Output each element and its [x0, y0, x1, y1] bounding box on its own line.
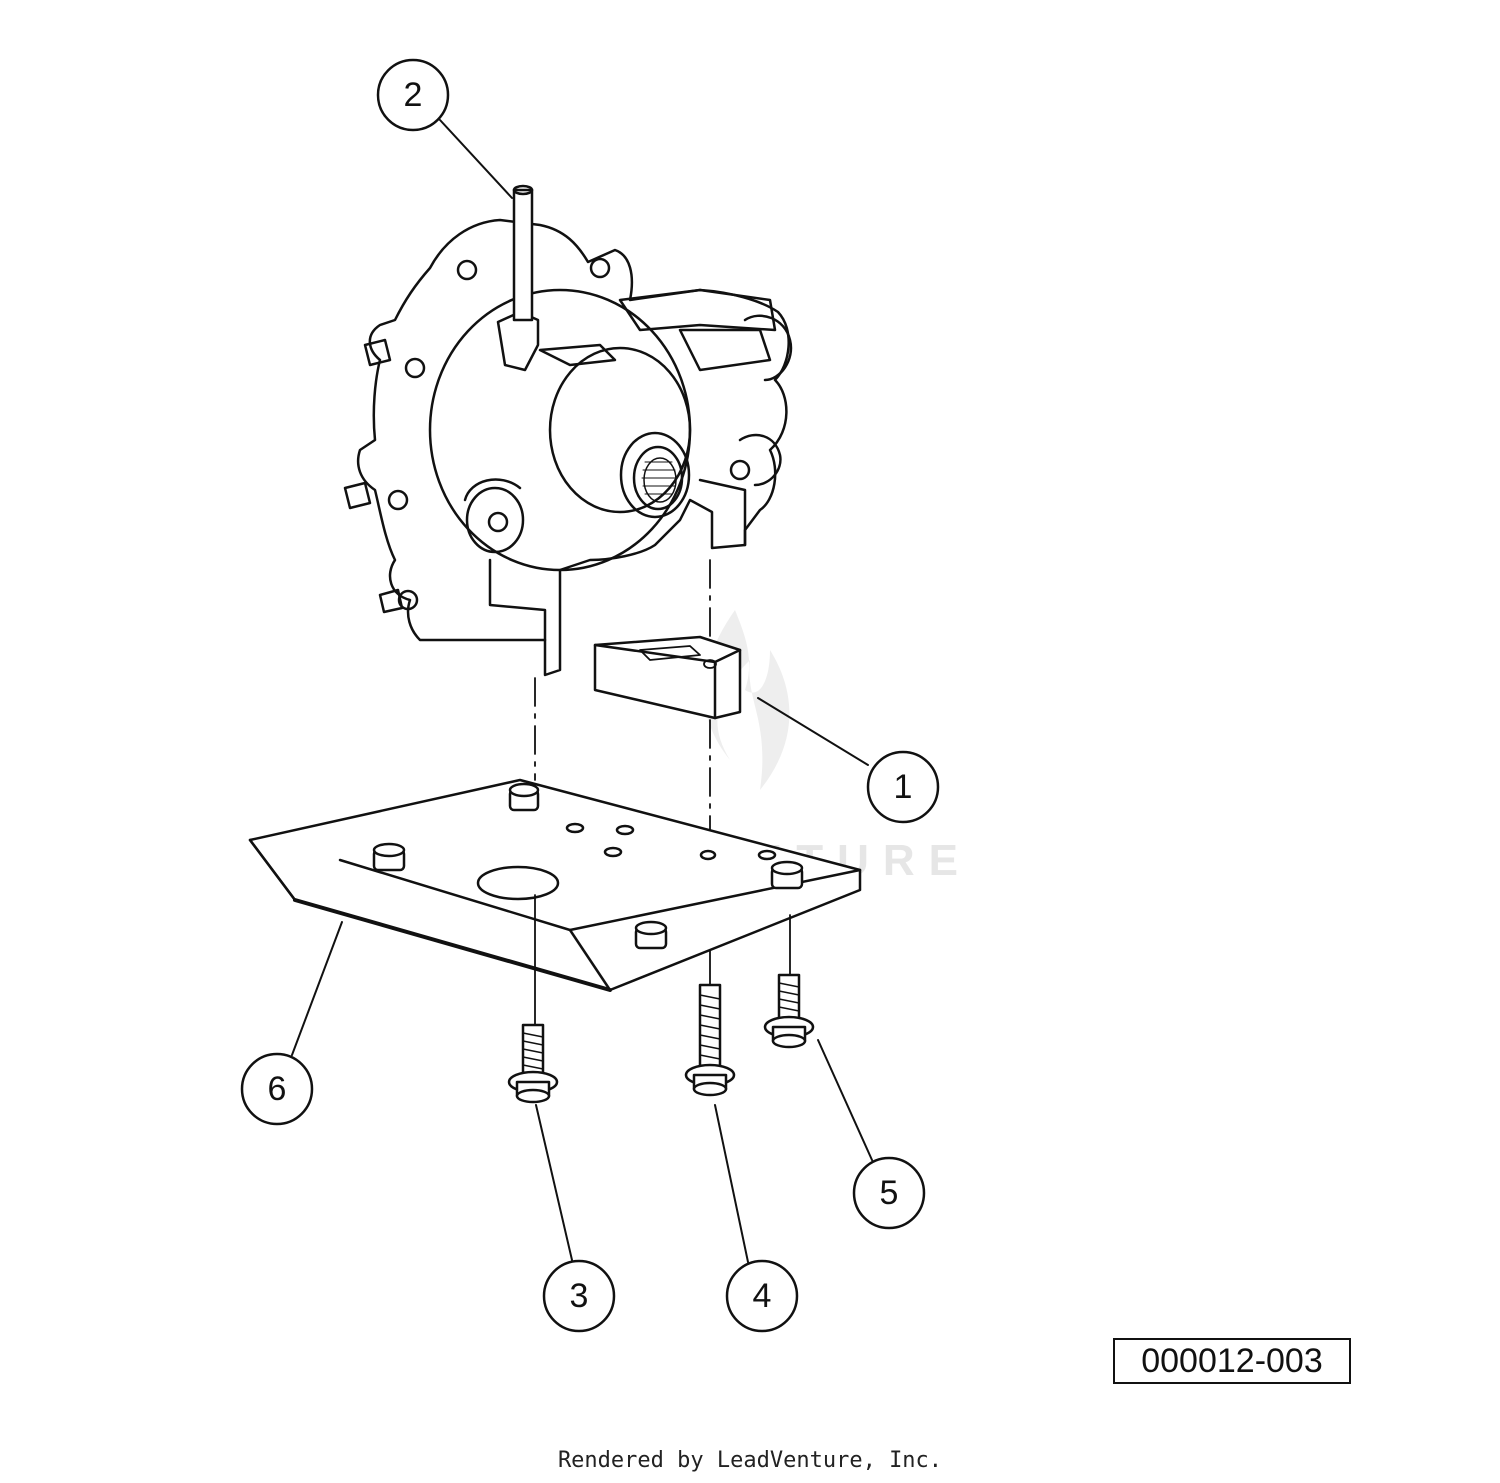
callout-2: 2 [376, 58, 450, 132]
alignment-lines [534, 559, 791, 1026]
svg-text:2: 2 [404, 76, 423, 114]
callout-5: 5 [852, 1156, 926, 1230]
credit-text: Rendered by LeadVenture, Inc. [557, 1448, 943, 1473]
svg-text:1: 1 [894, 768, 913, 806]
bolt-3 [507, 1023, 559, 1104]
bolt-5 [763, 973, 815, 1049]
svg-text:6: 6 [268, 1070, 287, 1108]
callout-6: 6 [240, 1052, 314, 1126]
svg-text:5: 5 [880, 1174, 899, 1212]
shaft-pin [512, 184, 534, 322]
spacer-block [593, 635, 742, 720]
callout-4: 4 [725, 1259, 799, 1333]
bolt-4 [684, 983, 736, 1097]
mounting-plate [248, 778, 862, 992]
leader-lines [291, 119, 873, 1263]
gearbox-housing [343, 218, 793, 677]
diagram-id: 000012-003 [1113, 1338, 1351, 1384]
svg-text:3: 3 [570, 1277, 589, 1315]
callout-3: 3 [542, 1259, 616, 1333]
callout-1: 1 [866, 750, 940, 824]
svg-text:4: 4 [753, 1277, 772, 1315]
